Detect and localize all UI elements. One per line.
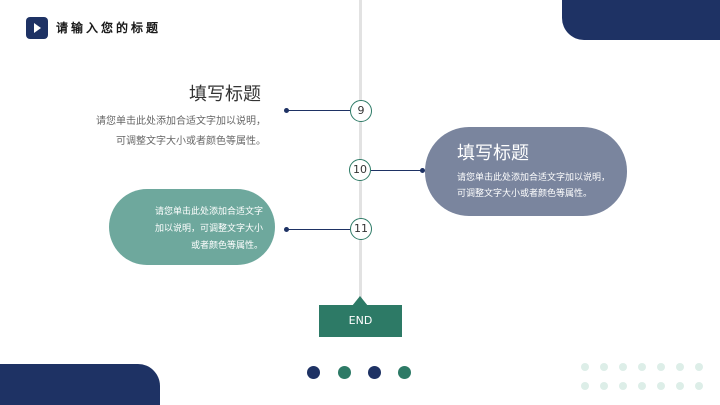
item-9-title: 填写标题 <box>189 84 261 105</box>
item-10-connector-dot <box>420 168 425 173</box>
grid-dot <box>638 363 646 371</box>
item-11-card: 请您单击此处添加合适文字 加以说明，可调整文字大小 或者颜色等属性。 <box>109 189 275 265</box>
corner-decoration-bottom-left <box>0 364 160 405</box>
grid-dot <box>581 382 589 390</box>
corner-decoration-top-right <box>562 0 720 40</box>
play-icon <box>26 17 48 39</box>
grid-dot <box>600 363 608 371</box>
page-title: 请输入您的标题 <box>56 21 162 35</box>
grid-dot <box>619 382 627 390</box>
timeline-node-11: 11 <box>350 218 372 240</box>
grid-dot <box>695 382 703 390</box>
grid-dot <box>581 363 589 371</box>
item-11-connector <box>287 229 350 230</box>
end-marker-notch <box>352 296 368 306</box>
timeline-node-9: 9 <box>350 100 372 122</box>
pagination-dot <box>398 366 411 379</box>
item-11-text: 请您单击此处添加合适文字 加以说明，可调整文字大小 或者颜色等属性。 <box>154 207 263 251</box>
grid-dot <box>619 363 627 371</box>
item-9-text: 请您单击此处添加合适文字加以说明， 可调整文字大小或者颜色等属性。 <box>96 116 266 147</box>
item-11-connector-dot <box>284 227 289 232</box>
pagination-dot <box>307 366 320 379</box>
item-9-connector-dot <box>284 108 289 113</box>
item-10-connector <box>371 170 423 171</box>
pagination-dot <box>338 366 351 379</box>
timeline-node-10: 10 <box>349 159 371 181</box>
end-marker: END <box>319 305 402 337</box>
item-9-connector <box>287 110 350 111</box>
pagination-dot <box>368 366 381 379</box>
item-10-title: 填写标题 <box>457 143 529 164</box>
grid-dot <box>657 363 665 371</box>
item-10-card: 填写标题 请您单击此处添加合适文字加以说明， 可调整文字大小或者颜色等属性。 <box>425 127 627 216</box>
timeline-line <box>359 0 362 300</box>
item-10-text: 请您单击此处添加合适文字加以说明， 可调整文字大小或者颜色等属性。 <box>457 173 611 199</box>
grid-dot <box>676 363 684 371</box>
grid-dot <box>657 382 665 390</box>
grid-dot <box>638 382 646 390</box>
grid-dot <box>676 382 684 390</box>
grid-dot <box>600 382 608 390</box>
grid-dot <box>695 363 703 371</box>
